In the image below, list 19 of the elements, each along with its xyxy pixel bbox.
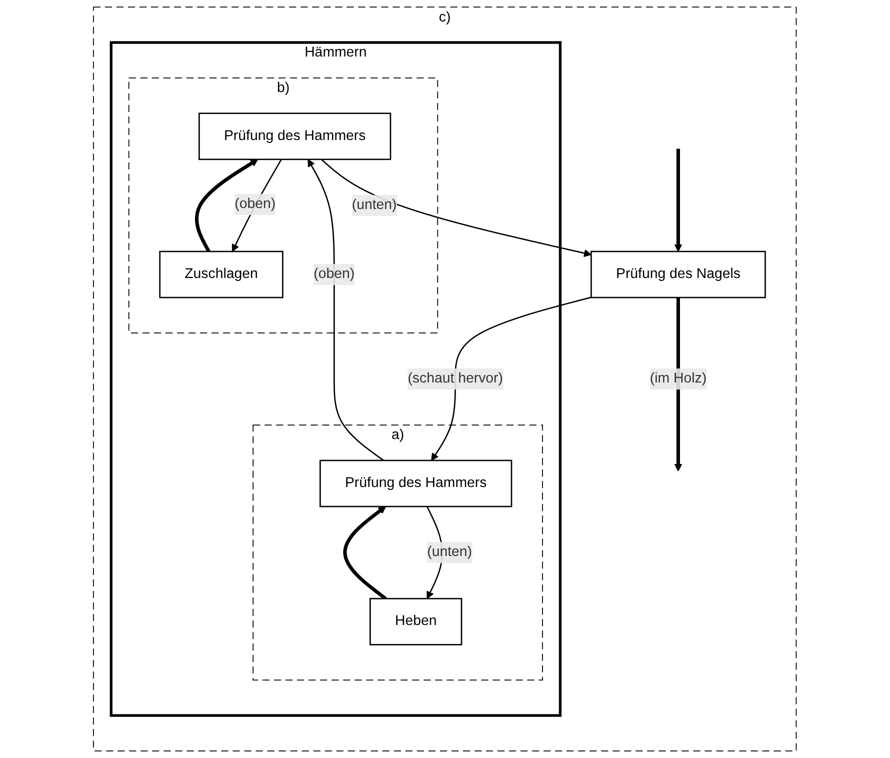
node-box: Heben — [370, 598, 462, 646]
arrow — [321, 158, 592, 257]
edge-label: (unten) — [352, 197, 397, 213]
arrow — [308, 159, 384, 461]
arrow — [431, 296, 592, 461]
arrow — [232, 159, 282, 252]
node-box: Zuschlagen — [159, 250, 284, 298]
arrow — [674, 298, 682, 472]
edge-label: (schaut hervor) — [408, 371, 504, 386]
node-box: Prüfung des Hammers — [320, 460, 512, 508]
edge-label: (oben) — [314, 266, 355, 282]
edge-label: (im Holz) — [650, 371, 707, 386]
node-box: Prüfung des Hammers — [198, 112, 392, 160]
edge-label: (unten) — [427, 544, 472, 560]
edge-label: (oben) — [234, 196, 276, 212]
arrow — [674, 148, 682, 252]
node-box: Prüfung des Nagels — [590, 250, 766, 298]
arrow — [343, 506, 387, 600]
arrow — [195, 159, 258, 252]
